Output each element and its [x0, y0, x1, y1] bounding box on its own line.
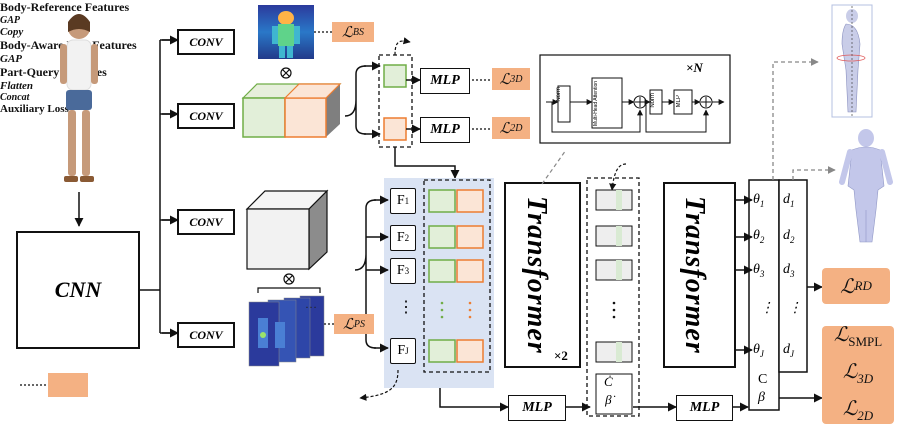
loss-2d-sub: 2D — [510, 122, 523, 134]
gray-feature-cube — [245, 189, 329, 271]
mlp-flatten: MLP — [508, 395, 566, 421]
gap-top-label: GAP — [0, 15, 20, 26]
theta-ellipsis: ⋮ — [760, 301, 774, 316]
body-reference-label: Body-Reference Features — [0, 0, 130, 14]
auxiliary-loss-swatch — [48, 373, 88, 397]
gap-bottom-label: GAP — [0, 53, 22, 65]
d-1: d1 — [783, 192, 795, 209]
d-column — [778, 179, 808, 373]
output-beta: β — [758, 390, 765, 405]
d-2: d2 — [783, 228, 795, 245]
theta-column — [748, 179, 780, 411]
conv-4: CONV — [177, 322, 235, 348]
loss-bs-sub: BS — [352, 26, 364, 38]
conv-3: CONV — [177, 209, 235, 235]
theta-1: θ1 — [753, 192, 765, 209]
d-j: dJ — [783, 342, 794, 359]
d-ellipsis: ⋮ — [788, 301, 802, 316]
cnn-label: CNN — [54, 277, 102, 302]
flatten-label: Flatten — [0, 80, 34, 92]
loss-final-group: ℒSMPL ℒ3D ℒ2D — [822, 324, 894, 424]
loss-smpl-sub: SMPL — [848, 333, 883, 349]
block-mlp: MLP — [676, 95, 682, 108]
loss-final-3d: ℒ3D — [842, 360, 874, 386]
part-heatmap-stack — [248, 287, 325, 367]
cnn-backbone-box — [16, 231, 140, 349]
part-query-ellipsis: ⋮ — [398, 299, 414, 316]
block-norm-1: Norm — [556, 87, 562, 102]
body-silhouette-heatmap — [258, 5, 314, 59]
block-norm-2: Norm — [650, 93, 656, 108]
copy-label: Copy — [0, 26, 24, 38]
theta-j: θJ — [753, 342, 764, 359]
times-n-label: ×N — [686, 60, 703, 75]
transformer-1-box — [504, 182, 581, 368]
auxiliary-loss-label: Auxiliary Loss — [0, 103, 69, 115]
times-2-label: ×2 — [554, 348, 568, 363]
input-person-image — [60, 14, 98, 182]
body-mesh-side-view — [831, 4, 873, 118]
transformer-2-label: Transformer — [679, 196, 710, 354]
concat-label: Concat — [0, 92, 30, 103]
theta-2: θ2 — [753, 228, 765, 245]
loss-ps-sub: PS — [353, 318, 365, 330]
part-query-f1: FF11 — [390, 188, 416, 214]
loss-smpl: ℒSMPL — [833, 323, 883, 349]
body-aware-tokens — [595, 189, 633, 415]
conv-1: CONV — [177, 29, 235, 55]
transformer-block-detail — [539, 54, 731, 144]
loss-final-2d: ℒ2D — [842, 397, 874, 423]
body-aware-features-group — [586, 177, 640, 417]
mlp-concat: MLP — [676, 395, 733, 421]
block-attention: Multi-Head Attention — [593, 80, 599, 126]
body-mesh-front-view — [839, 129, 893, 243]
output-c: C — [758, 372, 768, 387]
theta-3: θ3 — [753, 262, 765, 279]
conv-2: CONV — [177, 103, 235, 129]
transformer-2-box — [663, 182, 736, 368]
mlp-top: MLP — [420, 68, 470, 94]
loss-final-2d-sub: 2D — [857, 407, 874, 423]
loss-3d-sub: 3D — [510, 73, 523, 85]
loss-rd-sub: RD — [854, 278, 872, 293]
transformer-1-label: Transformer — [521, 196, 552, 354]
feature-block-green-orange — [241, 83, 342, 138]
part-query-tokens — [428, 189, 484, 363]
loss-final-3d-sub: 3D — [857, 370, 874, 386]
mlp-mid: MLP — [420, 117, 470, 143]
d-3: d3 — [783, 262, 795, 279]
